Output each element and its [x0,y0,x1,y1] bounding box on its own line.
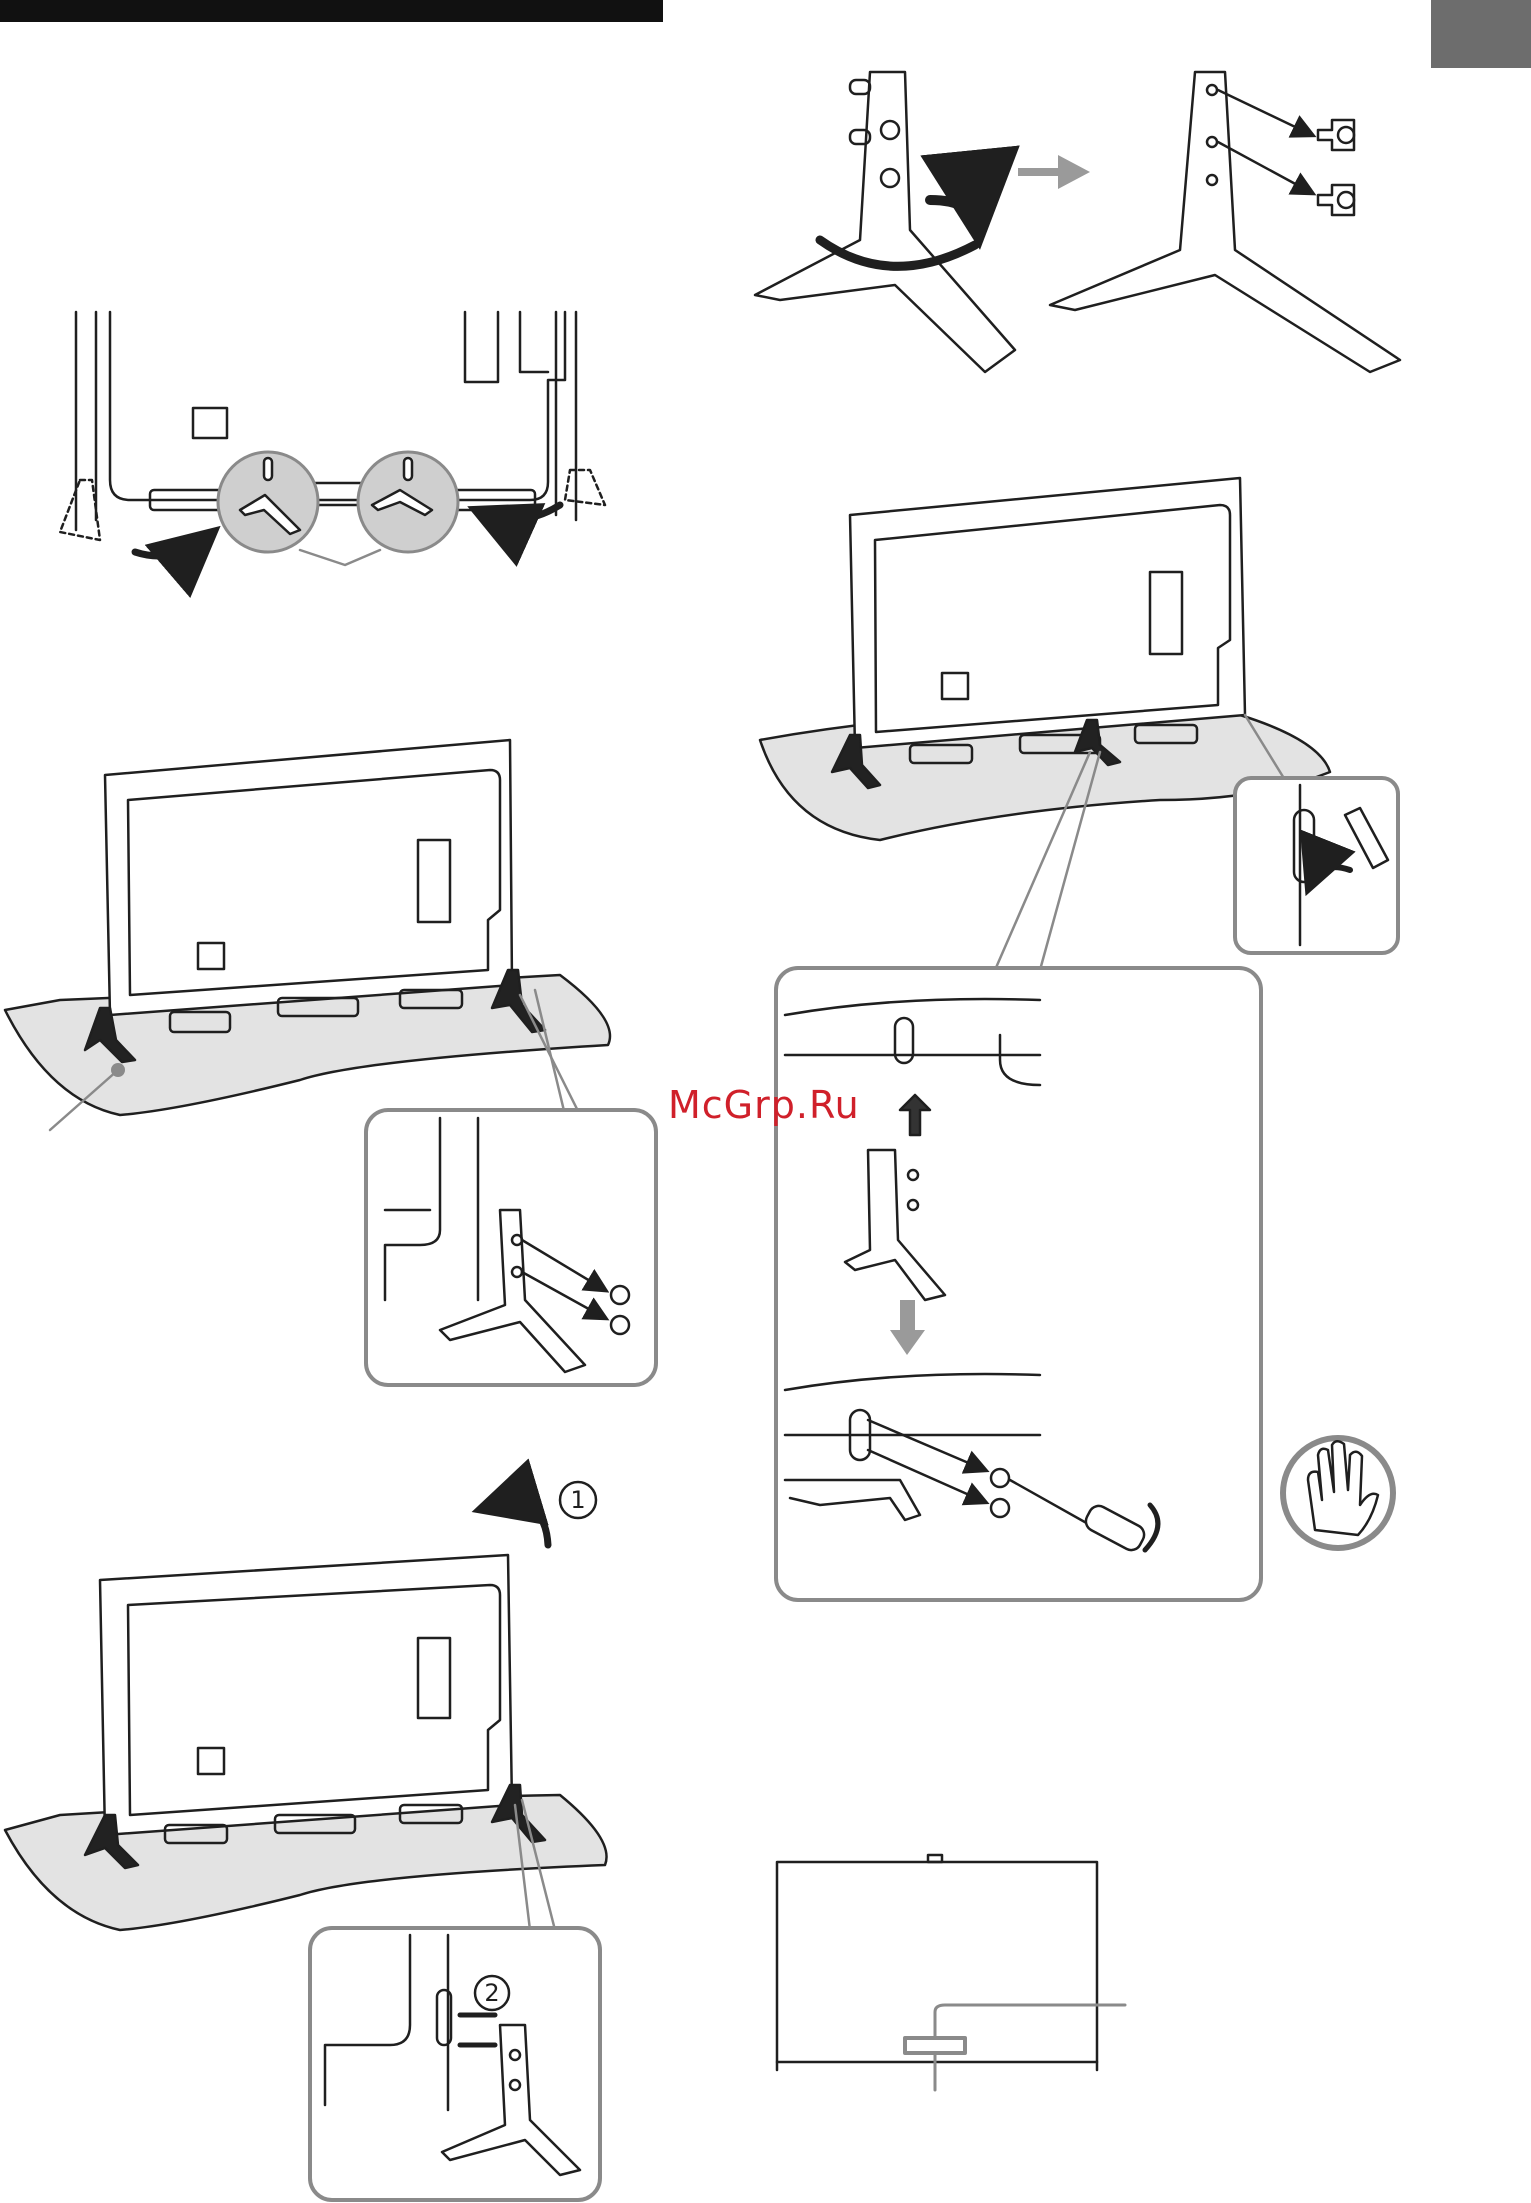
illustration-tv-upright-right [760,478,1398,1600]
illustration-stand-rotation [755,72,1400,372]
step-1-number: 1 [570,1486,585,1514]
hand-caution-icon [1283,1438,1393,1548]
screw-icon [1318,120,1354,150]
illustration-tv-face-down [60,312,605,565]
step-2-number: 2 [484,1979,499,2007]
screw-icon [1318,185,1354,215]
watermark: McGrp.Ru [668,1080,908,1130]
illustration-tv-tilt-left [5,1482,607,2200]
illustration-tv-upright-left [5,740,656,1385]
illustration-tv-front [777,1855,1125,2090]
